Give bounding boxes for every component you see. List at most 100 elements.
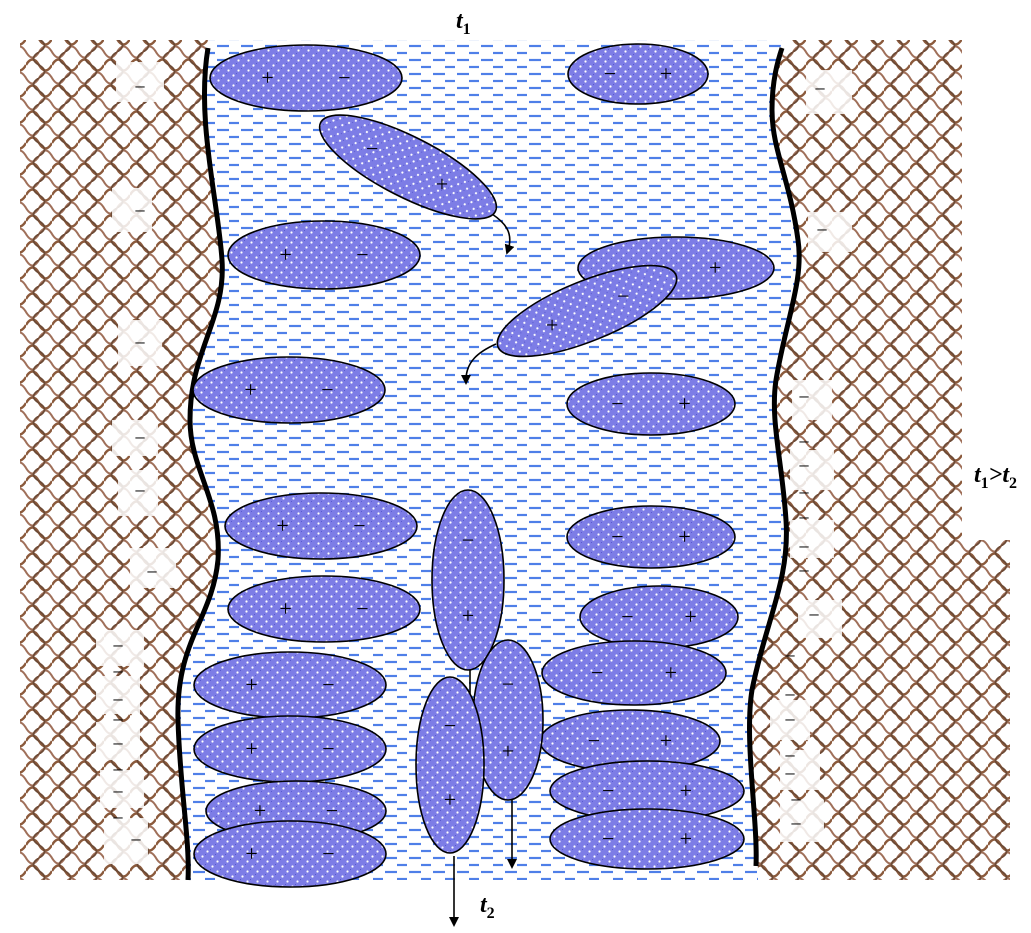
plus-sign: + [254,798,266,823]
left-wall-minus: − [134,77,145,99]
right-wall-minus: − [798,537,809,559]
particle-body [542,641,726,705]
particle-body [228,221,420,289]
minus-sign: − [338,65,350,90]
particle-right-6: −+ [542,641,726,705]
minus-sign: − [322,841,334,866]
right-wall-minus: − [790,790,801,812]
plus-sign: + [680,778,692,803]
plus-sign: + [680,826,692,851]
particle-body [550,809,744,869]
minus-sign: − [604,61,616,86]
left-wall-minus: − [112,662,123,684]
particle-right-9: −+ [550,809,744,869]
right-wall-minus: − [798,483,809,505]
minus-sign: − [602,778,614,803]
minus-sign: − [462,527,474,552]
minus-sign: − [322,672,334,697]
plus-sign: + [276,513,288,538]
plus-sign: + [245,736,257,761]
plus-sign: + [709,255,721,280]
particle-body [194,652,386,718]
left-wall-minus: − [146,562,157,584]
plus-sign: + [502,739,514,764]
minus-sign: − [321,377,333,402]
particle-right-3: −+ [567,373,735,435]
right-wall-minus: − [808,605,819,627]
minus-sign: − [617,284,629,309]
minus-sign: − [444,713,456,738]
particle-body [416,677,484,853]
left-wall-minus: − [112,636,123,658]
particle-left-5: +− [228,576,420,642]
right-wall-minus: − [784,646,795,668]
minus-sign: − [353,513,365,538]
right-wall-minus: − [798,387,809,409]
plus-sign: + [279,242,291,267]
particle-left-7: +− [194,716,386,782]
plus-sign: + [462,603,474,628]
particle-right-5: −+ [580,586,738,648]
plus-sign: + [665,660,677,685]
minus-sign: − [621,604,633,629]
right-wall-minus: − [798,456,809,478]
plus-sign: + [660,728,672,753]
minus-sign: − [356,596,368,621]
left-wall-minus: − [112,782,123,804]
particle-body [225,493,417,559]
left-wall-minus: − [134,481,145,503]
particle-left-9: +− [194,821,386,887]
right-wall-minus: − [784,685,795,707]
right-wall-minus: − [798,561,809,583]
particle-body [194,821,386,887]
minus-sign: − [366,136,378,161]
minus-sign: − [326,798,338,823]
left-wall-minus: − [112,760,123,782]
minus-sign: − [502,671,514,696]
particle-vertical-bottom: −+ [416,677,484,853]
minus-sign: − [611,391,623,416]
left-wall-minus: − [130,830,141,852]
plus-sign: + [244,377,256,402]
left-wall-minus: − [112,690,123,712]
right-wall-minus: − [790,814,801,836]
left-wall-minus: − [134,428,145,450]
particle-left-2: +− [228,221,420,289]
particle-body [228,576,420,642]
particle-body [580,586,738,648]
left-wall-minus: − [134,201,145,223]
minus-sign: − [356,242,368,267]
right-wall-minus: − [798,432,809,454]
particle-body [193,357,385,423]
plus-sign: + [678,391,690,416]
particle-top-left: +− [210,45,402,111]
right-wall-minus: − [784,710,795,732]
particle-left-6: +− [194,652,386,718]
particle-body [568,44,708,104]
plus-sign: + [660,61,672,86]
left-wall-minus: − [112,734,123,756]
plus-sign: + [245,672,257,697]
left-wall-minus: − [134,333,145,355]
left-wall-minus: − [112,710,123,732]
plus-sign: + [546,312,558,337]
time-relation-label: t1>t2 [974,462,1017,492]
left-wall-minus: − [112,808,123,830]
plus-sign: + [678,524,690,549]
plus-sign: + [279,596,291,621]
plus-sign: + [684,604,696,629]
particle-body [194,716,386,782]
plus-sign: + [436,172,448,197]
minus-sign: − [611,524,623,549]
right-wall-minus: − [816,220,827,242]
time-label-t1: t1 [456,8,471,38]
minus-sign: − [602,826,614,851]
particle-top-right: −+ [568,44,708,104]
particle-right-4: −+ [567,506,735,568]
right-wall-minus: − [784,764,795,786]
particle-body [567,373,735,435]
time-label-t2: t2 [480,892,495,922]
particle-left-4: +− [225,493,417,559]
plus-sign: + [261,65,273,90]
